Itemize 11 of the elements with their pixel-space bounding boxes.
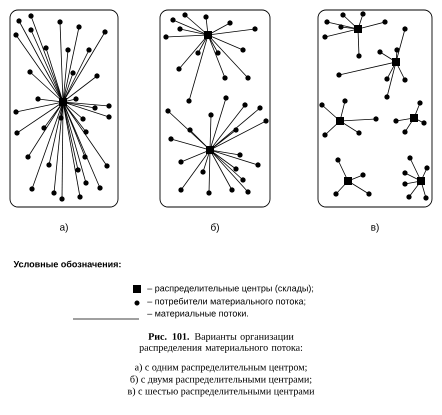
panel-label: а)	[60, 223, 68, 233]
panel-label: в)	[371, 223, 379, 233]
caption: Рис. 101. Варианты организации распределения материального потока:	[139, 333, 302, 353]
caption-line: в) с шестью распределительными центрами	[128, 387, 314, 397]
legend-heading: Условные обозначения:	[14, 260, 121, 268]
caption-line: а) с одним распределительным центром;	[134, 363, 307, 373]
caption-line: б) с двумя распределительными центрами;	[130, 375, 312, 385]
panel-label: б)	[211, 223, 219, 233]
legend-text: – потребители материального потока;	[147, 298, 306, 306]
legend-text: – материальные потоки.	[147, 312, 248, 318]
legend-text: – распределительные центры (склады);	[147, 284, 314, 294]
